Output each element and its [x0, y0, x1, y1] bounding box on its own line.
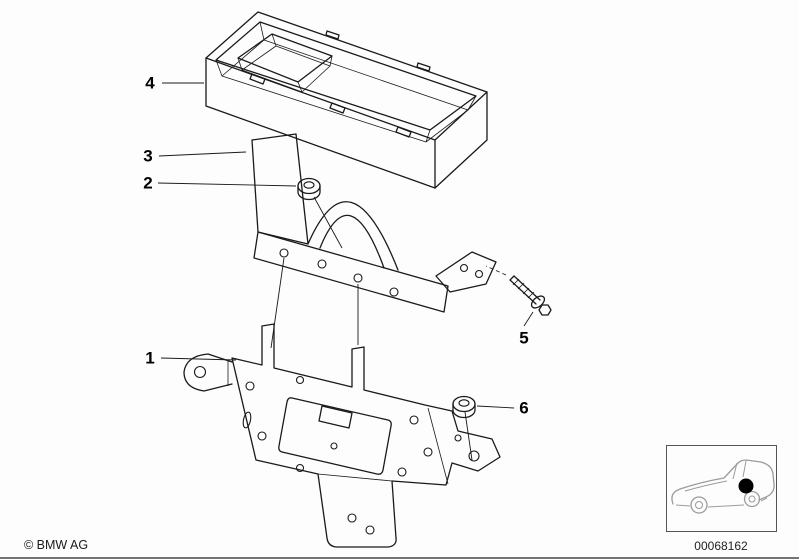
callout-6: 6	[476, 399, 529, 418]
part-2-grommet-drawing	[297, 177, 321, 201]
car-front-hub	[695, 501, 703, 509]
grommet-hole	[458, 399, 470, 407]
alignment-line	[270, 257, 285, 349]
callout-4: 4	[145, 74, 204, 93]
callout-5-leader	[523, 311, 534, 327]
car-icon-detail	[675, 460, 768, 508]
tray-compartment-depth	[237, 33, 333, 93]
plate-outline	[231, 323, 501, 548]
plate-ear-hole	[468, 450, 480, 462]
alignment-line	[464, 411, 473, 461]
plate-hole	[423, 447, 433, 457]
plate-recess-notch	[318, 405, 353, 429]
car-location-thumbnail	[666, 445, 777, 532]
callout-1: 1	[145, 349, 237, 368]
plate-hole	[245, 381, 255, 391]
screw-hex-head	[538, 304, 552, 316]
plate-tab-hole	[347, 513, 357, 523]
car-front-wheel	[690, 496, 708, 514]
part-6-grommet-drawing	[452, 395, 476, 419]
copyright-text: © BMW AG	[24, 538, 88, 552]
callout-4-label[interactable]: 4	[145, 74, 155, 93]
callout-1-label[interactable]: 1	[145, 349, 154, 368]
part-4-storage-tray-drawing	[205, 11, 488, 189]
plate-hole	[409, 415, 419, 425]
plate-hole	[257, 431, 267, 441]
tray-front-face	[205, 57, 436, 189]
callout-2: 2	[143, 174, 297, 193]
tray-inner-floor	[221, 39, 469, 143]
bracket-arch-inner	[319, 214, 385, 269]
car-icon	[671, 459, 775, 505]
bracket-hole	[279, 248, 289, 258]
bracket-hole	[389, 287, 399, 297]
part-1-mounting-plate-drawing	[183, 323, 501, 548]
car-rear-wheel	[743, 490, 761, 508]
bracket-ear-hole	[459, 263, 469, 273]
plate-center-recess	[278, 397, 392, 475]
part-location-dot	[738, 478, 754, 494]
callout-5: 5	[519, 311, 534, 348]
alignment-line	[313, 196, 343, 249]
callout-2-label[interactable]: 2	[143, 174, 152, 193]
bracket-flange	[253, 231, 449, 313]
grommet-skirt	[452, 403, 476, 419]
tray-rim-clips	[249, 30, 431, 138]
car-thumbnail-frame	[666, 445, 777, 532]
grommet-top	[452, 395, 476, 413]
screw-shaft	[509, 275, 541, 305]
callout-1-leader	[160, 357, 237, 361]
plate-hole	[454, 434, 462, 442]
screw-washer	[530, 295, 546, 309]
callout-3-leader	[158, 151, 247, 157]
tray-right-face	[434, 91, 488, 189]
image-number: 00068162	[694, 539, 748, 553]
plate-hole	[295, 463, 305, 473]
plate-slot	[242, 411, 252, 429]
callout-6-label[interactable]: 6	[519, 399, 528, 418]
grommet-skirt	[297, 185, 321, 201]
part-3-bracket-drawing	[251, 133, 497, 313]
plate-ear-hole	[193, 365, 207, 379]
bracket-hole	[353, 273, 363, 283]
plate-hole	[397, 467, 407, 477]
screw-threads	[512, 278, 535, 299]
car-rear-hub	[748, 495, 756, 503]
plate-tab-hole	[365, 525, 375, 535]
bracket-hole	[317, 259, 327, 269]
plate-tab-fold	[317, 473, 393, 482]
callout-3-label[interactable]: 3	[143, 147, 152, 166]
callout-6-leader	[476, 405, 515, 409]
grommet-hole	[303, 181, 315, 189]
plate-hole	[295, 375, 305, 385]
tray-inner-corners	[215, 21, 477, 143]
plate-right-fold	[427, 407, 449, 485]
part-5-screw-drawing	[509, 275, 552, 316]
bracket-right-ear	[435, 251, 497, 293]
bracket-ear-hole	[474, 269, 484, 279]
callout-5-label[interactable]: 5	[519, 329, 528, 348]
plate-left-ear	[183, 353, 233, 392]
callout-3: 3	[143, 147, 247, 166]
callout-2-leader	[157, 182, 297, 187]
plate-hole	[330, 442, 338, 450]
bracket-arch-outer	[307, 201, 399, 271]
alignment-lines	[270, 196, 507, 461]
screw-axis-dashed-line	[485, 265, 507, 276]
